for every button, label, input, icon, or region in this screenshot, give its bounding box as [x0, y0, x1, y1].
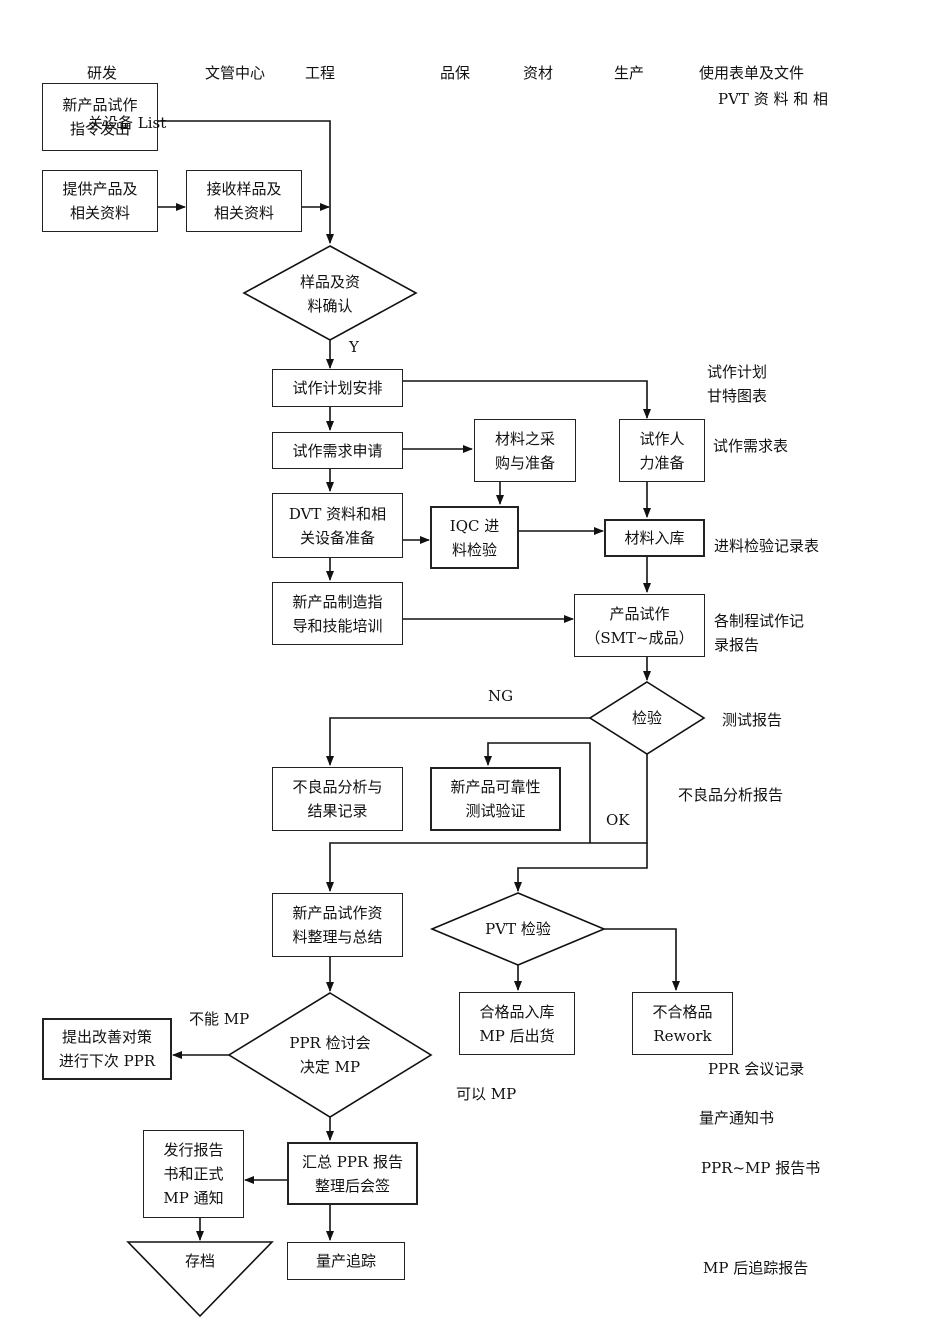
column-rd: 研发 — [87, 64, 118, 82]
doc-iqc-record: 进料检验记录表 — [714, 537, 820, 555]
doc-plan-chart: 试作计划 甘特图表 — [707, 363, 768, 405]
doc-defect-report: 不良品分析报告 — [678, 786, 784, 804]
defect-analysis-box: 不良品分析与 结果记录 — [272, 767, 403, 831]
overlap-equipment-list: 关设备 List — [88, 114, 167, 132]
doc-mp-notice: 量产通知书 — [699, 1109, 775, 1127]
archive-triangle — [126, 1241, 274, 1318]
pvt-inspect-label: PVT 检验 — [485, 920, 551, 938]
ng-label: NG — [488, 687, 514, 705]
fail-goods-box: 不合格品 Rework — [632, 992, 733, 1055]
arrow-loop-reliability — [484, 742, 591, 843]
doc-request-form: 试作需求表 — [713, 437, 789, 455]
dvt-prep-box: DVT 资料和相 关设备准备 — [272, 493, 403, 558]
reliability-test-box: 新产品可靠性 测试验证 — [430, 767, 561, 831]
ppr-report-box: 汇总 PPR 报告 整理后会签 — [287, 1142, 418, 1205]
warehouse-box: 材料入库 — [604, 519, 705, 557]
manpower-box: 试作人 力准备 — [619, 419, 705, 482]
receive-samples-box: 接收样品及 相关资料 — [186, 170, 302, 232]
column-forms: 使用表单及文件 — [699, 64, 805, 82]
can-mp-label: 可以 MP — [456, 1085, 517, 1103]
doc-process-record: 各制程试作记 录报告 — [714, 612, 805, 654]
doc-ppr-minutes: PPR 会议记录 — [708, 1060, 805, 1078]
column-materials: 资材 — [523, 64, 554, 82]
iqc-box: IQC 进 料检验 — [430, 506, 519, 569]
column-qa: 品保 — [440, 64, 471, 82]
ppr-meeting-label: PPR 检讨会 决定 MP — [289, 1034, 371, 1076]
improve-box: 提出改善对策 进行下次 PPR — [42, 1018, 172, 1080]
yes-label: Y — [349, 338, 359, 356]
arrow-ok-pvt — [514, 843, 648, 892]
mp-tracking-box: 量产追踪 — [287, 1242, 405, 1280]
arrow-inspect-defect — [326, 717, 590, 766]
column-doc-center: 文管中心 — [205, 64, 266, 82]
column-production: 生产 — [614, 64, 645, 82]
trial-production-box: 产品试作 （SMT~成品） — [574, 594, 705, 657]
arrow-pvt-fail — [604, 928, 680, 991]
confirm-label: 样品及资 料确认 — [299, 273, 360, 315]
provide-info-box: 提供产品及 相关资料 — [42, 170, 158, 232]
pass-goods-box: 合格品入库 MP 后出货 — [459, 992, 575, 1055]
issue-report-box: 发行报告 书和正式 MP 通知 — [143, 1130, 244, 1218]
column-engineering: 工程 — [305, 64, 336, 82]
archive-label: 存档 — [184, 1252, 215, 1270]
ok-label: OK — [606, 811, 630, 829]
training-box: 新产品制造指 导和技能培训 — [272, 582, 403, 645]
trial-request-box: 试作需求申请 — [272, 432, 403, 469]
arrow-inspect-summary — [326, 754, 648, 892]
doc-pvt-related: PVT 资 料 和 相 — [718, 90, 829, 108]
inspect-label: 检验 — [631, 709, 662, 727]
trial-plan-box: 试作计划安排 — [272, 369, 403, 407]
trial-order-box: 新产品试作 指令发出 — [42, 83, 158, 151]
doc-test-report: 测试报告 — [722, 711, 783, 729]
arrow-order-confirm — [157, 120, 334, 244]
cannot-mp-label: 不能 MP — [189, 1010, 250, 1028]
purchase-box: 材料之采 购与准备 — [474, 419, 576, 482]
summary-box: 新产品试作资 料整理与总结 — [272, 893, 403, 957]
arrow-plan-manpower — [402, 380, 651, 419]
doc-ppr-mp-report: PPR~MP 报告书 — [701, 1159, 821, 1177]
doc-post-mp-report: MP 后追踪报告 — [703, 1259, 809, 1277]
